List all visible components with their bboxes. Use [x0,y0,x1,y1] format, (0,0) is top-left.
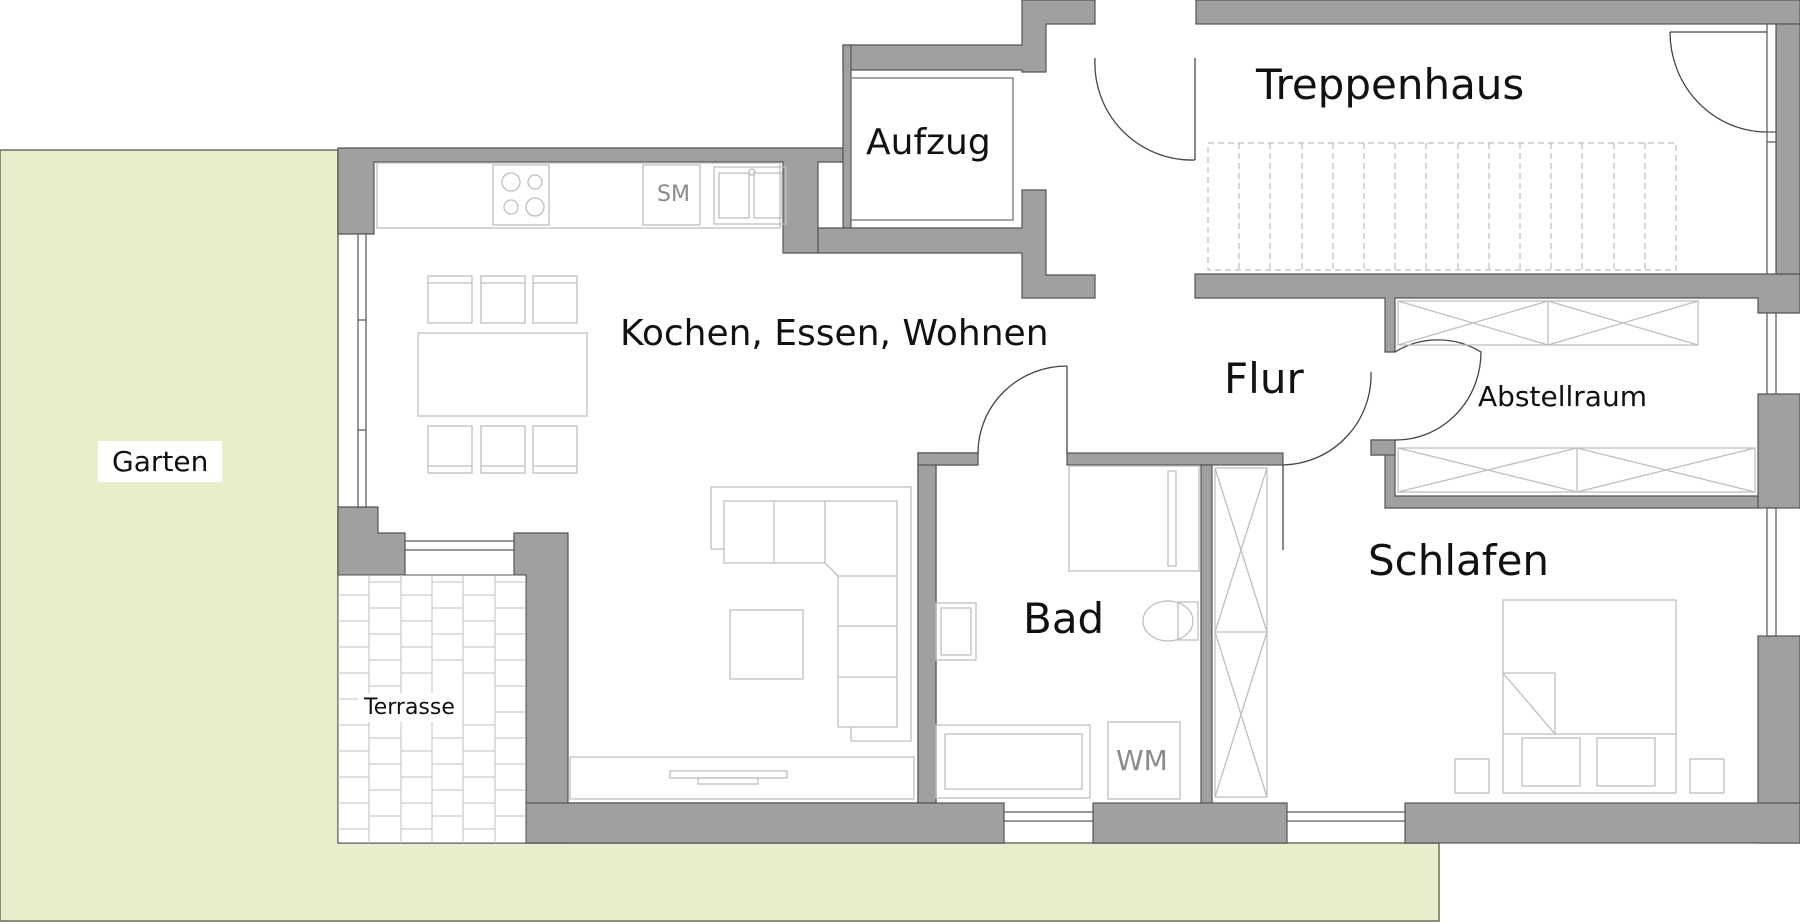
door-bad [977,365,1068,454]
bathtub [935,724,1091,799]
room-label-schlafen: Schlafen [1368,536,1550,585]
furniture [376,77,1756,800]
appliance-label-wm: WM [1116,744,1168,777]
walls [337,0,1800,844]
washbasin [935,602,977,661]
coffee-table [729,609,804,680]
room-label-garten: Garten [98,441,223,482]
door-abstellraum [1394,339,1482,441]
doors [977,31,1768,550]
stairs [1207,142,1677,271]
room-label-bad: Bad [1023,594,1105,643]
room-label-abstellraum: Abstellraum [1478,380,1647,413]
kitchen-counter [376,162,781,229]
door-kew-flur [1094,57,1196,161]
room-label-kochen-essen-wohnen: Kochen, Essen, Wohnen [620,313,1049,354]
room-label-flur: Flur [1224,354,1304,403]
nightstand-left [1454,758,1490,794]
room-label-aufzug: Aufzug [866,122,991,163]
toilet [1142,600,1194,642]
sink [713,166,787,225]
cooktop [492,164,550,226]
windows [357,23,1777,822]
appliance-label-sm: SM [657,182,690,207]
washing-machine [1107,721,1181,800]
shower [1068,465,1200,572]
door-schlafen [1282,371,1372,466]
nightstand-right [1689,758,1725,794]
room-label-treppenhaus: Treppenhaus [1256,60,1525,109]
door-treppenhaus [1669,31,1768,133]
bed [1502,599,1677,794]
elevator-cabin [850,77,1014,221]
dining-table [417,332,588,417]
dishwasher [642,164,701,226]
room-label-terrasse: Terrasse [358,693,461,722]
